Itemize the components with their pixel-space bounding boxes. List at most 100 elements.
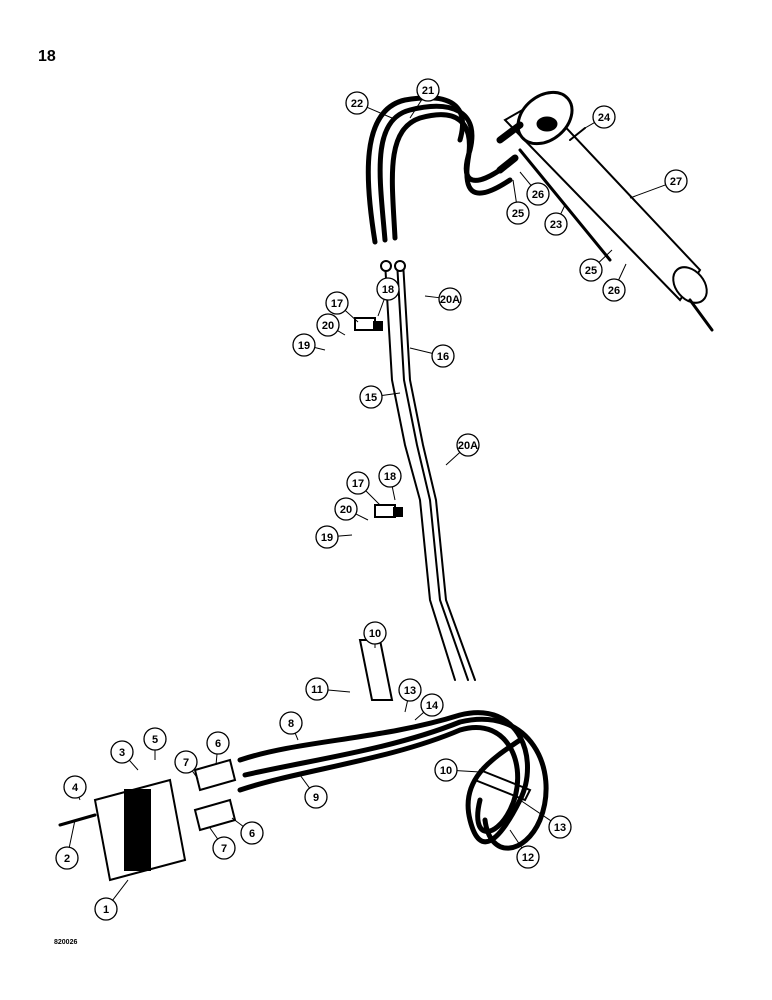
callout-circle	[143, 727, 167, 751]
callout-13: 13	[398, 678, 422, 713]
callout-circle	[315, 525, 339, 549]
callout-label: 12	[522, 852, 534, 864]
callout-circle	[206, 731, 230, 755]
callout-circle	[316, 313, 340, 337]
callout-6: 6	[206, 731, 230, 766]
leader-line	[509, 829, 523, 849]
leader-line	[215, 753, 218, 766]
leader-line	[519, 799, 552, 822]
callout-label: 15	[365, 392, 377, 404]
leader-line	[629, 184, 666, 199]
callout-21: 21	[409, 78, 440, 119]
callout-label: 27	[670, 176, 682, 188]
callout-label: 11	[311, 684, 323, 696]
callout-4: 4	[63, 775, 87, 801]
callout-circle	[516, 845, 540, 869]
callout-label: 8	[288, 718, 294, 730]
leader-line	[404, 700, 409, 713]
callout-label: 25	[512, 208, 524, 220]
leader-line	[391, 486, 396, 501]
callout-label: 22	[351, 98, 363, 110]
callout-label: 13	[404, 685, 416, 697]
callout-circle	[434, 758, 458, 782]
callout-circle	[506, 201, 530, 225]
callout-17: 17	[325, 291, 359, 323]
figure-code: 820026	[54, 939, 78, 946]
callout-label: 25	[585, 265, 597, 277]
leader-line	[618, 263, 627, 281]
leader-line	[355, 513, 369, 521]
callout-circle	[431, 344, 455, 368]
callout-circle	[548, 815, 572, 839]
callout-20: 20	[316, 313, 346, 337]
callout-10: 10	[363, 621, 387, 648]
callout-circle	[94, 897, 118, 921]
callout-circle	[398, 678, 422, 702]
callout-circle	[345, 91, 369, 115]
callout-label: 5	[152, 734, 158, 746]
callout-circle	[438, 287, 462, 311]
callout-circle	[416, 78, 440, 102]
callout-27: 27	[629, 169, 688, 199]
callout-26: 26	[602, 263, 627, 302]
leader-line	[209, 827, 219, 840]
callout-20A: 20A	[445, 433, 480, 466]
callout-circle	[420, 693, 444, 717]
callout-label: 20	[340, 504, 352, 516]
leader-line	[337, 330, 346, 336]
callout-circle	[526, 182, 550, 206]
leader-line	[191, 770, 199, 780]
callout-label: 3	[119, 747, 125, 759]
callout-13: 13	[519, 799, 572, 839]
callout-circle	[363, 621, 387, 645]
callout-8: 8	[279, 711, 303, 741]
callout-19: 19	[292, 333, 326, 357]
callout-label: 19	[321, 532, 333, 544]
callout-circle	[174, 750, 198, 774]
leader-line	[414, 711, 425, 721]
callout-label: 6	[215, 738, 221, 750]
callout-18: 18	[378, 464, 402, 501]
callout-circle	[579, 258, 603, 282]
callout-circle	[63, 775, 87, 799]
leader-line	[366, 106, 393, 119]
leader-line	[598, 249, 613, 263]
callout-20A: 20A	[424, 287, 462, 311]
callout-label: 20A	[458, 440, 478, 452]
callout-circle	[304, 785, 328, 809]
callout-label: 20	[322, 320, 334, 332]
callout-label: 4	[72, 782, 79, 794]
leader-line	[314, 347, 326, 351]
leader-line	[365, 490, 381, 506]
callout-circle	[664, 169, 688, 193]
steel-tubes	[380, 260, 476, 681]
leader-line	[519, 171, 532, 186]
callout-20: 20	[334, 497, 369, 521]
leader-line	[112, 879, 129, 901]
callout-7: 7	[209, 827, 236, 860]
callout-18: 18	[376, 277, 400, 317]
callout-circle	[346, 471, 370, 495]
callout-15: 15	[359, 385, 401, 409]
callout-circle	[212, 836, 236, 860]
callout-label: 6	[249, 828, 255, 840]
callout-circle	[305, 677, 329, 701]
parts-drawing	[58, 90, 714, 882]
callout-19: 19	[315, 525, 353, 549]
callout-circle	[279, 711, 303, 735]
callout-1: 1	[94, 879, 129, 921]
lower-hoses	[237, 710, 549, 851]
callout-22: 22	[345, 91, 393, 119]
callout-circle	[325, 291, 349, 315]
upper-hoses	[365, 95, 524, 245]
callout-label: 7	[183, 757, 189, 769]
callout-label: 13	[554, 822, 566, 834]
leader-line	[327, 689, 351, 693]
callout-label: 2	[64, 853, 70, 865]
leader-line	[445, 452, 461, 466]
callout-circle	[592, 105, 616, 129]
callout-7: 7	[174, 750, 199, 780]
callout-label: 20A	[440, 294, 460, 306]
